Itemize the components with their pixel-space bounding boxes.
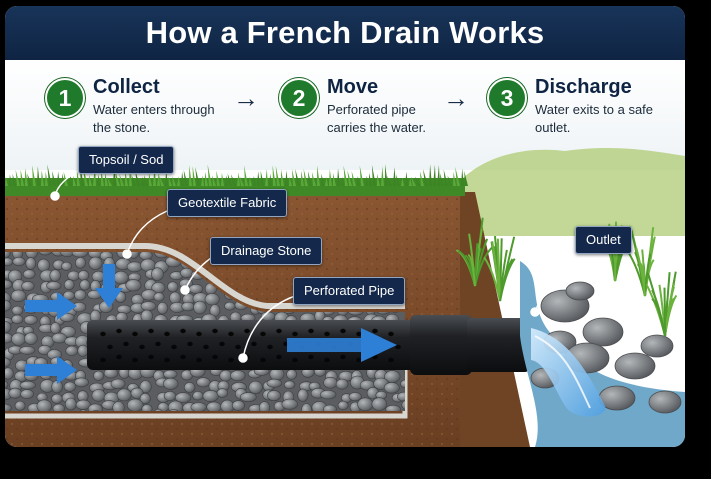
- step-collect: 1 Collect Water enters through the stone…: [45, 76, 215, 137]
- step-desc-line: the stone.: [93, 120, 151, 135]
- water-discharge: [531, 328, 606, 417]
- pipe-coupling: [410, 315, 472, 375]
- geotextile-fabric: [5, 243, 405, 309]
- step-number-badge: 3: [487, 78, 527, 118]
- step-title: Move: [327, 76, 379, 98]
- diagram-card: How a French Drain Works 1 Collect Water…: [5, 6, 685, 447]
- callout-leaders: [50, 168, 578, 363]
- step-desc-line: Water exits to a safe: [535, 102, 654, 117]
- callout-perforated-pipe: Perforated Pipe: [293, 277, 406, 305]
- title-bar: How a French Drain Works: [5, 6, 685, 60]
- right-arrow-icon: →: [233, 83, 259, 113]
- step-text: Move Perforated pipe carries the water.: [327, 76, 426, 137]
- step-number-badge: 1: [45, 78, 85, 118]
- drain-cross-section: [5, 60, 685, 447]
- callout-outlet: Outlet: [575, 226, 632, 254]
- grass-blades: [5, 164, 468, 186]
- callout-drainage-stone: Drainage Stone: [210, 237, 323, 265]
- right-arrow-icon: →: [443, 83, 469, 113]
- pipe-outlet-end: [467, 318, 529, 372]
- callout-topsoil: Topsoil / Sod: [78, 146, 175, 174]
- step-description: Water exits to a safe outlet.: [535, 101, 653, 137]
- flow-arrow-icon: [287, 328, 397, 362]
- step-desc-line: outlet.: [535, 120, 571, 135]
- step-move: 2 Move Perforated pipe carries the water…: [279, 76, 426, 137]
- stream: [520, 261, 685, 447]
- callout-geotextile: Geotextile Fabric: [167, 189, 288, 217]
- step-desc-line: Perforated pipe: [327, 102, 416, 117]
- step-desc-line: Water enters through: [93, 102, 215, 117]
- step-text: Discharge Water exits to a safe outlet.: [535, 76, 653, 137]
- step-text: Collect Water enters through the stone.: [93, 76, 215, 137]
- step-title: Discharge: [535, 76, 632, 98]
- step-description: Water enters through the stone.: [93, 101, 215, 137]
- step-number-badge: 2: [279, 78, 319, 118]
- water-discharge-highlight: [534, 335, 591, 409]
- water-entry-arrows: [25, 264, 123, 384]
- step-description: Perforated pipe carries the water.: [327, 101, 426, 137]
- step-desc-line: carries the water.: [327, 120, 426, 135]
- step-discharge: 3 Discharge Water exits to a safe outlet…: [487, 76, 653, 137]
- distant-vegetation: [460, 148, 685, 236]
- page-title: How a French Drain Works: [145, 15, 545, 50]
- step-title: Collect: [93, 76, 160, 98]
